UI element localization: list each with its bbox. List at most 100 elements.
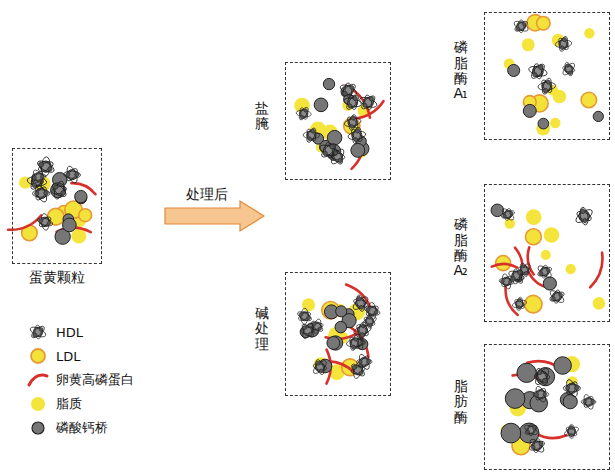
- legend-row: 卵黄高磷蛋白: [26, 370, 134, 390]
- protein-strand: [29, 375, 47, 385]
- dashed-panel: 盐腌: [285, 62, 391, 180]
- hdl: [526, 436, 548, 456]
- hdl: [344, 123, 369, 147]
- legend-text: 磷酸钙桥: [56, 419, 108, 437]
- ldl: [581, 92, 596, 107]
- hdl: [529, 382, 553, 405]
- phosvitin: [506, 287, 518, 315]
- calcium-bridge: [327, 130, 342, 145]
- hdl: [532, 365, 553, 388]
- legend-row: LDL: [26, 346, 81, 366]
- hdl: [498, 205, 518, 223]
- calcium-bridge: [336, 306, 347, 317]
- panel-caption: 蛋黄颗粒: [29, 269, 85, 287]
- lipid: [566, 264, 576, 274]
- hdl: [341, 92, 363, 112]
- hdl: [353, 350, 376, 373]
- hdl: [294, 104, 314, 122]
- calcium-bridge: [501, 423, 521, 443]
- hdl: [559, 375, 585, 401]
- calcium-bridge: [517, 363, 536, 382]
- hdl: [512, 18, 530, 34]
- lipid: [550, 118, 560, 128]
- legend-text: HDL: [56, 325, 83, 340]
- lipid: [541, 250, 551, 260]
- legend-text: LDL: [56, 349, 81, 364]
- hdl: [534, 74, 559, 98]
- treatment-label: 磷脂酶A₂: [453, 217, 467, 279]
- calcium-bridge: [538, 118, 549, 129]
- legend-swatch: [26, 418, 50, 438]
- treatment-label: 脂肪酶: [453, 379, 467, 425]
- legend-swatch: [26, 394, 50, 414]
- dashed-panel: 磷脂酶A₂: [484, 184, 610, 322]
- treatment-label: 盐腌: [254, 101, 268, 132]
- lipid: [19, 176, 31, 188]
- ldl: [79, 209, 92, 222]
- calcium-bridge: [314, 98, 328, 112]
- dashed-panel: 碱处理: [285, 272, 391, 396]
- phosvitin: [536, 433, 567, 438]
- legend-text: 卵黄高磷蛋白: [56, 371, 134, 389]
- block-arrow: [165, 201, 264, 231]
- legend-text: 脂质: [56, 395, 82, 413]
- calcium-bridge: [491, 204, 504, 217]
- dashed-panel: 脂肪酶: [484, 344, 610, 470]
- hdl: [561, 421, 582, 443]
- dashed-panel: 蛋黄颗粒: [12, 148, 102, 264]
- hdl: [49, 179, 68, 201]
- lipid: [544, 227, 560, 243]
- lipid: [553, 90, 567, 104]
- hdl: [509, 294, 530, 314]
- treatment-label: 磷脂酶A₁: [453, 40, 467, 102]
- calcium-bridge: [351, 143, 365, 157]
- legend-swatch-circle: [31, 349, 45, 363]
- hdl-icon: [29, 324, 47, 339]
- ldl: [524, 295, 542, 313]
- hdl: [28, 180, 54, 206]
- legend-swatch-circle: [32, 422, 44, 434]
- hdl: [559, 59, 578, 79]
- phosvitin: [492, 264, 517, 268]
- hdl: [300, 125, 322, 146]
- hdl: [34, 153, 58, 179]
- calcium-bridge: [323, 78, 334, 89]
- calcium-bridge: [523, 104, 536, 117]
- legend-swatch: [26, 346, 50, 366]
- ldl: [525, 229, 541, 245]
- hdl: [546, 287, 567, 306]
- ldl: [537, 16, 550, 29]
- arrow-label: 处理后: [186, 186, 228, 204]
- legend-swatch: [26, 370, 50, 390]
- hdl: [522, 422, 539, 437]
- hdl: [359, 311, 380, 332]
- calcium-bridge: [593, 111, 603, 121]
- calcium-bridge: [508, 64, 520, 76]
- legend-row: HDL: [26, 322, 83, 342]
- calcium-bridge: [75, 190, 87, 202]
- hdl: [318, 141, 340, 159]
- lipid: [584, 28, 594, 38]
- hdl: [310, 356, 330, 378]
- treatment-label: 碱处理: [254, 306, 268, 352]
- calcium-bridge: [335, 321, 347, 333]
- legend-swatch-circle: [31, 397, 45, 411]
- legend-swatch: [26, 322, 50, 342]
- hdl: [343, 332, 366, 354]
- hdl: [59, 162, 84, 187]
- hdl: [507, 268, 526, 284]
- phosvitin: [8, 216, 41, 230]
- hdl: [34, 210, 57, 234]
- calcium-bridge: [63, 218, 77, 232]
- lipid: [593, 297, 606, 310]
- calcium-bridge: [327, 337, 340, 350]
- calcium-bridge: [505, 389, 525, 409]
- hdl: [526, 61, 549, 81]
- hdl: [349, 291, 372, 316]
- hdl: [552, 33, 575, 55]
- phosvitin: [590, 253, 602, 288]
- dashed-panel: 磷脂酶A₁: [484, 12, 610, 140]
- calcium-bridge: [543, 277, 556, 290]
- legend-row: 脂质: [26, 394, 82, 414]
